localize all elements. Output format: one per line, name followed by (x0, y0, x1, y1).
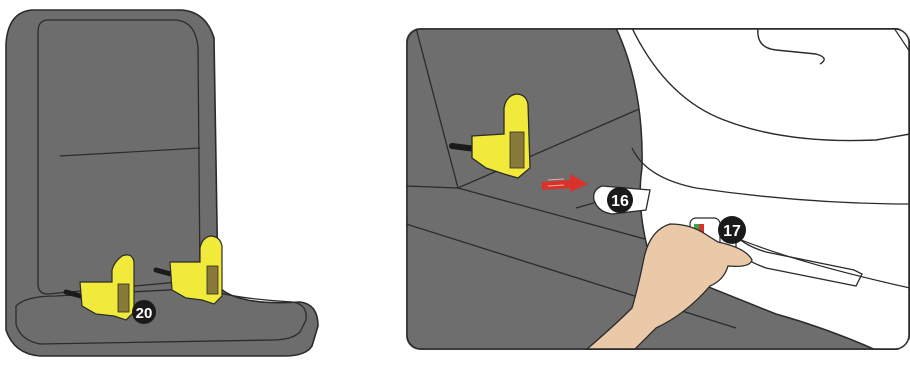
seat-outer-shell (6, 10, 318, 356)
isofix-attachment-drawing: 16 17 (406, 28, 910, 350)
attachment-illustration-panel: 16 17 (406, 28, 910, 350)
vehicle-seat-drawing: 20 (0, 0, 330, 369)
callout-20-label: 20 (136, 305, 153, 322)
callout-16-label: 16 (611, 193, 629, 210)
callout-20: 20 (132, 300, 156, 324)
callout-16: 16 (607, 187, 633, 213)
callout-17: 17 (718, 216, 746, 244)
seat-illustration-panel: 20 (0, 0, 330, 369)
callout-17-label: 17 (723, 223, 741, 240)
